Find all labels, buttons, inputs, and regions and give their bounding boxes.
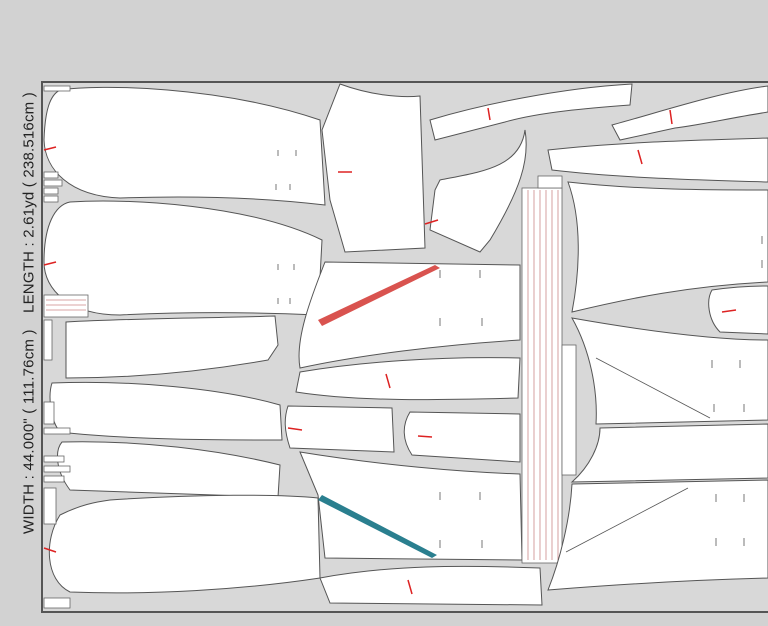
pattern-piece[interactable]	[43, 200, 323, 316]
pattern-piece[interactable]	[424, 129, 527, 253]
pattern-piece[interactable]	[65, 315, 279, 379]
pattern-piece[interactable]	[547, 479, 768, 591]
pattern-piece[interactable]	[298, 261, 521, 369]
pattern-piece[interactable]	[295, 357, 521, 401]
drill-marks	[275, 150, 763, 548]
pattern-piece[interactable]	[43, 86, 326, 206]
pattern-piece[interactable]	[49, 381, 283, 441]
pattern-piece[interactable]	[43, 494, 321, 594]
striped-strips	[521, 175, 577, 564]
pattern-piece[interactable]	[403, 411, 521, 463]
pattern-piece[interactable]	[547, 137, 768, 183]
small-pieces-column	[43, 85, 89, 609]
pattern-piece[interactable]	[571, 317, 768, 425]
pattern-piece[interactable]	[284, 405, 395, 453]
teal-strip	[318, 495, 437, 558]
pattern-piece[interactable]	[567, 181, 768, 313]
pattern-piece[interactable]	[299, 451, 523, 561]
pattern-piece[interactable]	[319, 565, 543, 606]
pattern-piece[interactable]	[611, 85, 768, 141]
red-strip	[318, 265, 440, 326]
pattern-piece[interactable]	[570, 423, 768, 483]
pattern-piece[interactable]	[321, 83, 426, 253]
pattern-piece[interactable]	[429, 83, 633, 141]
pattern-piece[interactable]	[708, 285, 768, 335]
